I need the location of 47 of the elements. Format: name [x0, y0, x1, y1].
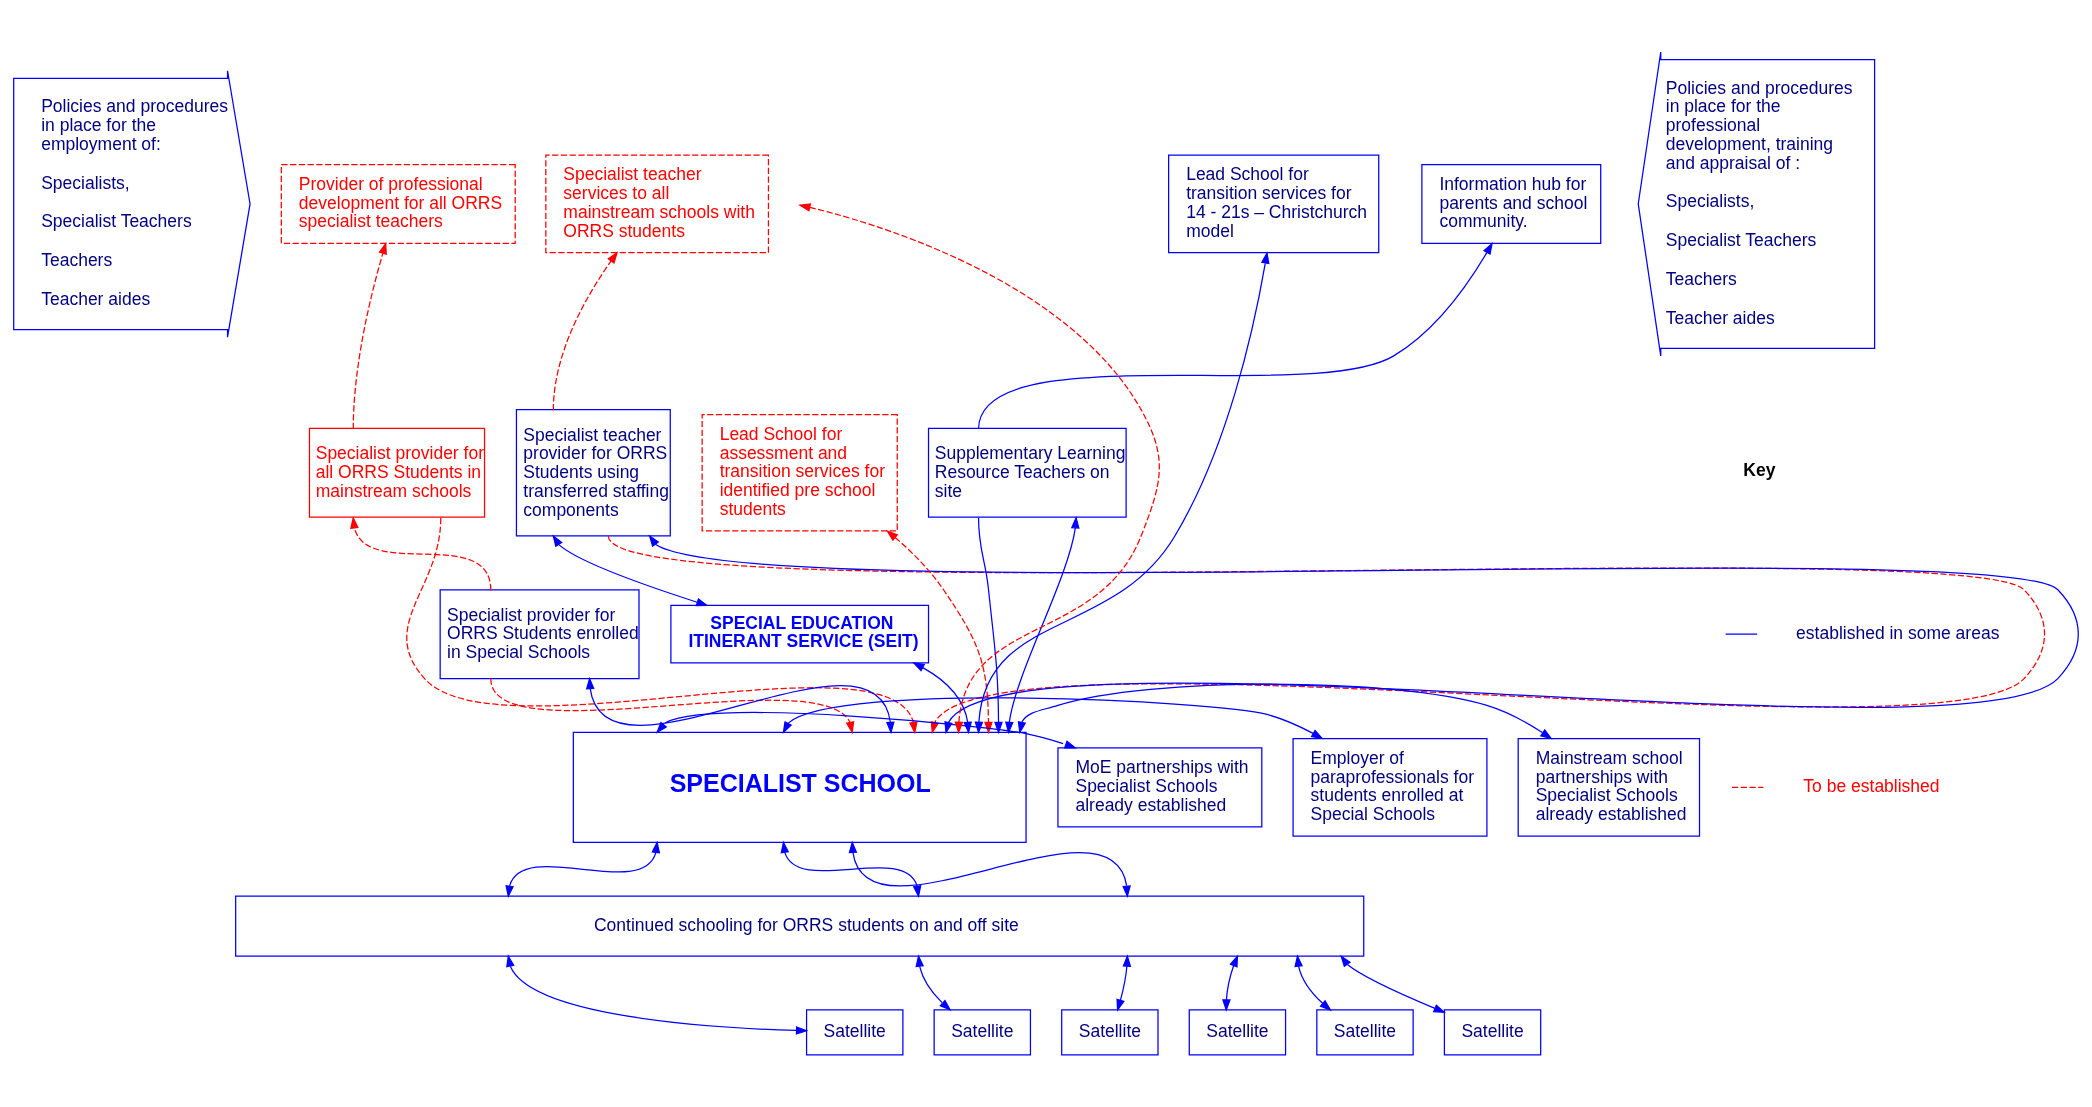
arrow: [782, 697, 1324, 740]
arrow: [1294, 954, 1332, 1012]
node-box: Satellite: [1188, 1009, 1287, 1056]
arrow: [350, 515, 492, 591]
arrow: [655, 712, 1078, 749]
node-box: Satellite: [1061, 1009, 1159, 1056]
node-box: Supplementary Learning Resource Teachers on site: [927, 427, 1127, 518]
node-box: Satellite: [1443, 1009, 1542, 1056]
arrow: [1340, 954, 1446, 1013]
arrow: [780, 840, 922, 899]
arrow: [552, 251, 619, 411]
node-box: Satellite: [805, 1009, 904, 1056]
legend-label: established in some areas: [1796, 622, 2000, 643]
node-box: Specialist teacher services to all mainstream schools with ORRS students: [545, 154, 770, 254]
node-box: MoE partnerships with Specialist Schools already established: [1057, 747, 1263, 828]
node-box: Information hub for parents and school community.: [1421, 163, 1602, 244]
node-box: Provider of professional development for all ORRS specialist teachers: [280, 163, 516, 244]
node-box: Lead School for transition services for 14 - 21s – Christchurch model: [1168, 154, 1380, 254]
arrow: [1017, 683, 1553, 740]
node-box: Mainstream school partnerships with Specialist Schools already established: [1517, 737, 1701, 837]
arrow: [1005, 515, 1080, 735]
node-box: Lead School for assessment and transition services for identified pre school students: [701, 414, 898, 532]
arrow: [490, 677, 855, 735]
node-box: Satellite: [933, 1009, 1032, 1056]
arrow: [848, 840, 1131, 899]
arrow: [552, 534, 709, 607]
arrow: [352, 241, 387, 430]
arrow: [915, 954, 952, 1012]
node-box: Satellite: [1316, 1009, 1414, 1056]
label: Key: [1743, 460, 1776, 481]
arrow: [974, 251, 1270, 735]
arrow: [1116, 954, 1132, 1012]
arrow: [585, 676, 895, 735]
arrow: [977, 242, 1493, 430]
node-box: Employer of paraprofessionals for students enrolled at Special Schools: [1292, 737, 1488, 837]
legend-label: To be established: [1803, 775, 1940, 796]
arrow: [1222, 954, 1239, 1012]
node-box: SPECIAL EDUCATION ITINERANT SERVICE (SEIT): [670, 604, 930, 664]
arrow: [506, 954, 809, 1035]
arrow: [505, 840, 661, 899]
node-box: Specialist teacher provider for ORRS Students using transferred staffing components: [515, 409, 671, 537]
node-box: SPECIALIST SCHOOL: [572, 731, 1027, 843]
arrow: [406, 517, 918, 735]
node-box: Specialist provider for ORRS Students enrolled in Special Schools: [439, 589, 640, 680]
node-box: Specialist provider for all ORRS Students in mainstream schools: [308, 427, 486, 518]
node-box: Continued schooling for ORRS students on and off site: [235, 895, 1365, 957]
arrow: [977, 517, 1003, 735]
